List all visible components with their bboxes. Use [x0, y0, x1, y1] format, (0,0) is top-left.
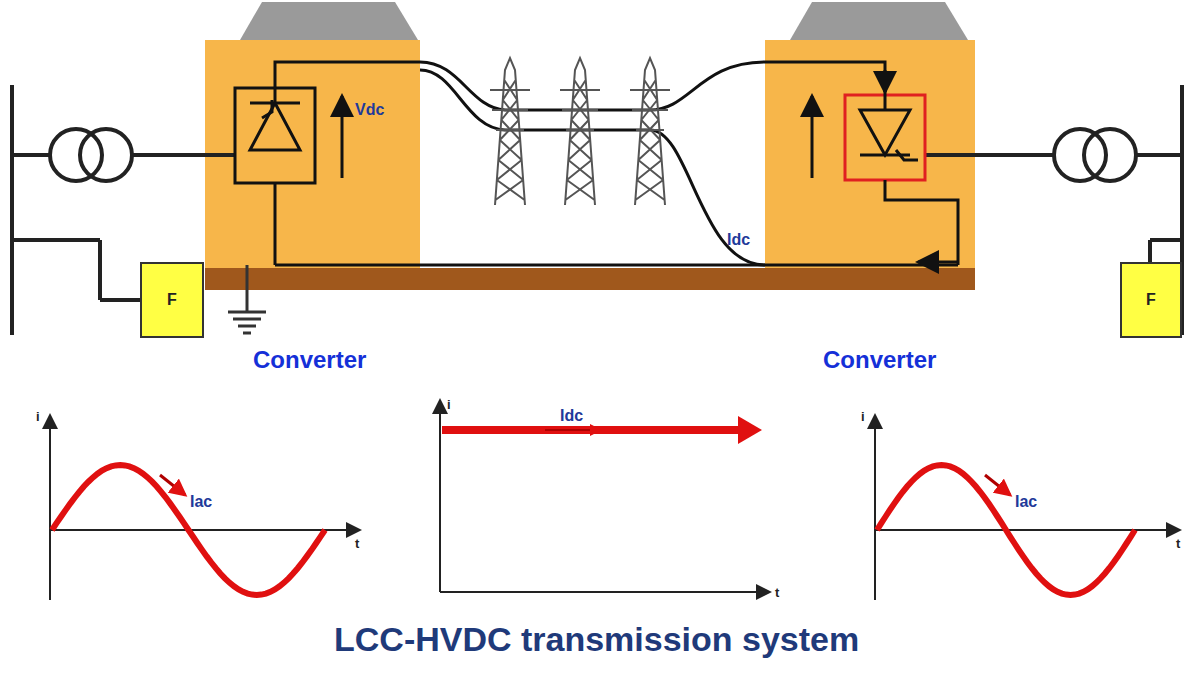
filter-box: F: [1120, 262, 1182, 338]
axis-label: i: [861, 410, 865, 423]
axis-label: i: [447, 398, 451, 411]
filter-label: F: [167, 291, 177, 309]
transmission-tower: [490, 58, 530, 205]
current-label: Iac: [190, 494, 212, 510]
current-label: Iac: [1015, 494, 1037, 510]
axis-label: t: [1176, 537, 1180, 550]
transmission-tower: [630, 58, 670, 205]
current-label: Idc: [727, 232, 750, 248]
voltage-label: Vdc: [355, 102, 384, 118]
current-label: Idc: [560, 408, 583, 424]
converter-label: Converter: [823, 348, 936, 372]
transmission-tower: [560, 58, 600, 205]
filter-box: F: [140, 262, 204, 338]
filter-label: F: [1146, 291, 1156, 309]
diagram-title: LCC-HVDC transmission system: [334, 622, 859, 656]
converter-label: Converter: [253, 348, 366, 372]
axis-label: i: [36, 410, 40, 423]
axis-label: t: [355, 537, 359, 550]
axis-label: t: [775, 586, 779, 599]
